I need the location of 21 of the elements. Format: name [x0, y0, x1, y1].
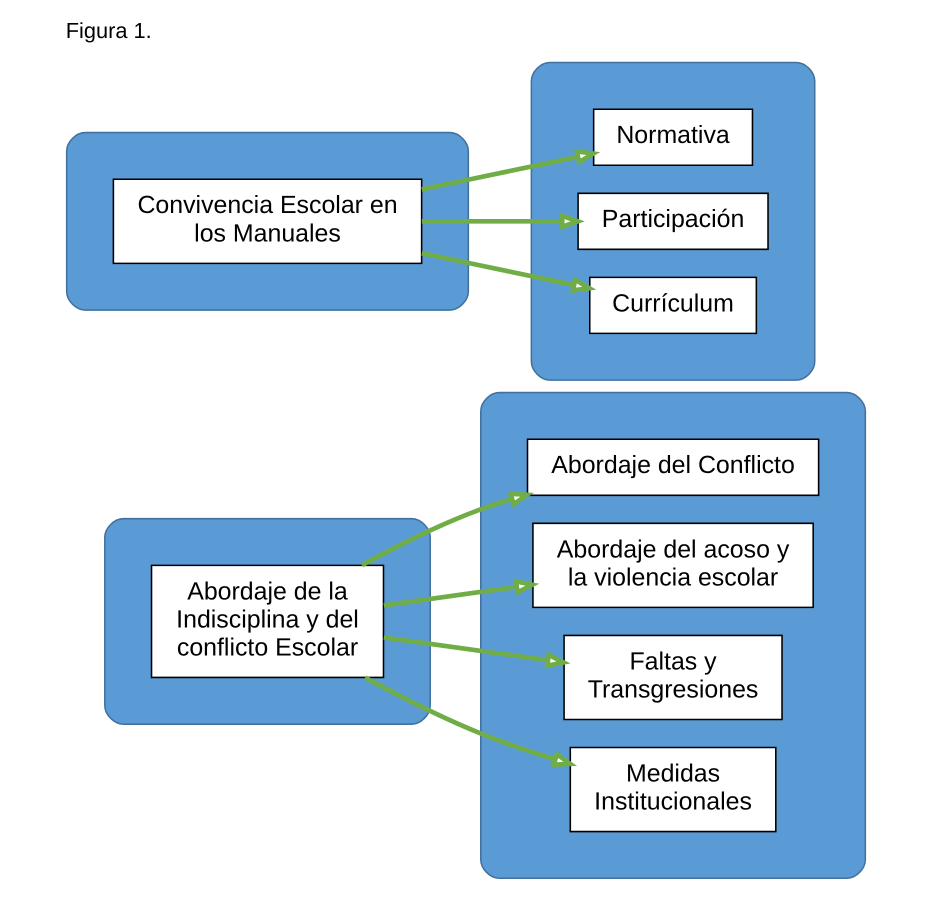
cluster — [104, 518, 431, 725]
arrow — [364, 675, 577, 768]
cluster — [530, 62, 816, 381]
arrow — [421, 148, 600, 192]
cluster — [66, 132, 470, 311]
node-box: Normativa — [592, 108, 754, 166]
arrow — [360, 491, 534, 568]
node-box: Abordaje del acoso y la violencia escolar — [532, 522, 814, 608]
arrow — [421, 250, 596, 294]
node-box: Abordaje de la Indisciplina y del conflicto Escolar — [150, 564, 384, 678]
node-box: Currículum — [588, 276, 758, 334]
node-box: Faltas y Transgresiones — [563, 634, 783, 720]
diagram-title: Figura 1. — [66, 18, 152, 43]
arrow — [422, 212, 585, 230]
arrow — [384, 635, 570, 669]
node-box: Participación — [577, 192, 769, 250]
node-box: Abordaje del Conflicto — [526, 438, 820, 496]
node-box: Medidas Institucionales — [570, 746, 777, 832]
node-box: Convivencia Escolar en los Manuales — [112, 178, 422, 264]
arrow — [384, 578, 540, 608]
cluster — [480, 392, 866, 880]
